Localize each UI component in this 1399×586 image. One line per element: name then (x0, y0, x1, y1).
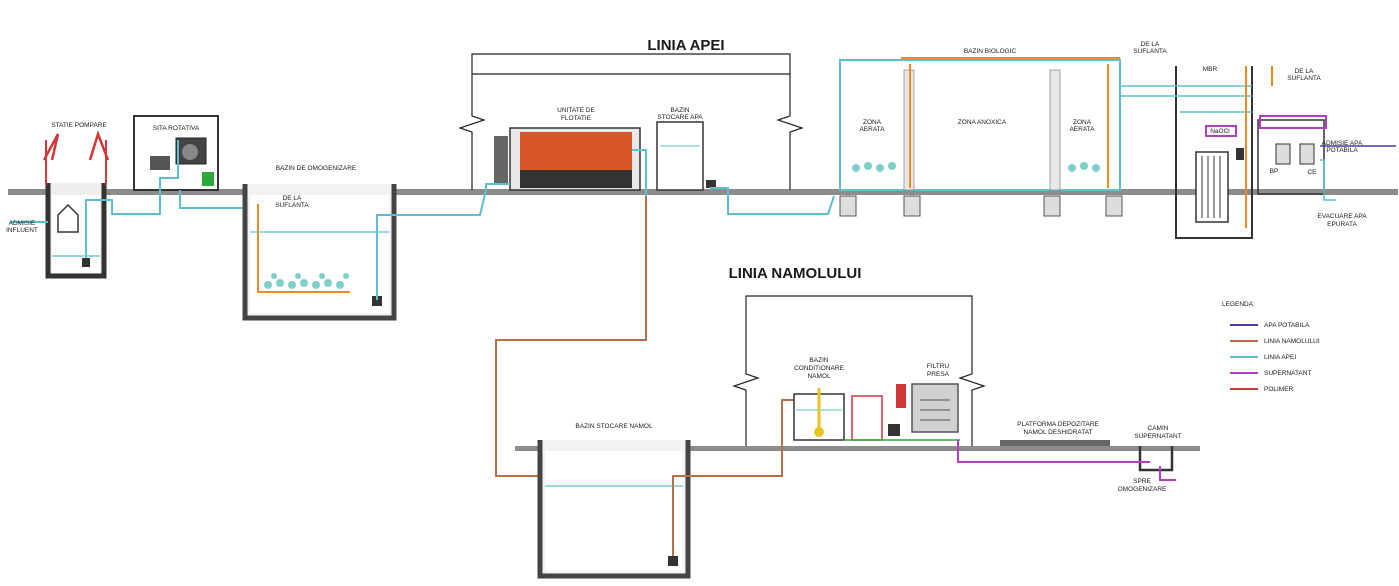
bp-label: BP (1270, 168, 1279, 175)
sludge-line-title: LINIA NAMOLULUI (729, 265, 862, 282)
inlet-label-2: INFLUENT (6, 227, 38, 234)
legend-item: LINIA APEI (1230, 354, 1296, 361)
filter-press-label-1: FILTRU (927, 363, 950, 370)
from-blower-3-label-1: DE LA (1295, 68, 1314, 75)
sludge-cond-label-3: NAMOL (807, 373, 831, 380)
filter-press-label-2: PRESA (927, 371, 950, 378)
water-storage-label-1: BAZIN (670, 107, 689, 114)
legend-item: APA POTABILA (1230, 322, 1310, 329)
legend-title: LEGENDA: (1222, 301, 1255, 308)
aerated-zone-2-label-2: AERATA (1069, 126, 1095, 133)
ground-lines (8, 189, 1398, 451)
flotation-label-1: UNITATE DE (557, 107, 595, 114)
supernatant-chamber (1136, 446, 1176, 481)
water-line-bracket (458, 53, 804, 190)
to-equalization-label-2: OMOGENIZARE (1118, 486, 1167, 493)
supernatant-label-2: SUPERNATANT (1134, 433, 1181, 440)
water-storage-tank (656, 121, 835, 215)
legend-item: SUPERNATANT (1230, 370, 1311, 377)
biological-tank (839, 57, 1123, 217)
potable-inlet-label-2: POTABILA (1326, 147, 1358, 154)
from-blower-3-label-2: SUFLANTA (1287, 75, 1321, 82)
supernatant-label-1: CAMIN (1148, 425, 1169, 432)
pump-station-label: STATIE POMPARE (51, 122, 107, 129)
sludge-storage-tank (537, 399, 800, 579)
legend-item: LINIA NAMOLULUI (1230, 338, 1320, 345)
ce-label: CE (1307, 169, 1317, 176)
aerated-zone-1-label-2: AERATA (859, 126, 885, 133)
sludge-storage-label: BAZIN STOCARE NAMOL (575, 423, 653, 430)
platform-label-2: NAMOL DESHIDRATAT (1023, 429, 1092, 436)
aeration-diffusers (264, 273, 349, 289)
legend-item-label: APA POTABILA (1264, 322, 1310, 329)
pump-station (10, 130, 140, 279)
legend-item-label: SUPERNATANT (1264, 370, 1311, 377)
filter-press (896, 383, 1136, 463)
water-line-title: LINIA APEI (647, 37, 724, 54)
flotation-label-2: FLOTATIE (561, 115, 592, 122)
equalization-tank (242, 184, 487, 321)
rotary-screen (133, 115, 246, 215)
water-storage-label-2: STOCARE APA (657, 114, 703, 121)
bio-tank-label: BAZIN BIOLOGIC (964, 48, 1017, 55)
from-blower-2-label-2: SUFLANTA (1133, 48, 1167, 55)
legend-item-label: LINIA NAMOLULUI (1264, 338, 1320, 345)
mbr-unit (1120, 66, 1273, 239)
treated-discharge-label-1: EVACUARE APA (1317, 213, 1367, 220)
to-equalization-label-1: SPRE (1133, 478, 1151, 485)
sludge-conditioning-tank (793, 388, 960, 441)
naocl-label: NaOCl (1210, 128, 1230, 135)
legend-item-label: POLIMER (1264, 386, 1294, 393)
aeration-diffusers-bio (852, 162, 1100, 172)
from-blower-1-label-1: DE LA (283, 195, 302, 202)
aerated-zone-2-label-1: ZONA (1073, 119, 1092, 126)
sludge-cond-label-1: BAZIN (809, 357, 828, 364)
legend-item-label: LINIA APEI (1264, 354, 1296, 361)
legend-item: POLIMER (1230, 386, 1294, 393)
treated-discharge-label-2: EPURATA (1327, 221, 1357, 228)
flotation-unit (485, 127, 647, 196)
mbr-label: MBR (1203, 66, 1218, 73)
inlet-label-1: ADMISIE (9, 220, 36, 227)
legend: LEGENDA: APA POTABILA LINIA NAMOLULUI LI… (1222, 301, 1320, 393)
sludge-cond-label-2: CONDITIONARE (794, 365, 845, 372)
potable-inlet-label-1: ADMISIE APA (1322, 140, 1363, 147)
sludge-line-bracket (732, 295, 986, 446)
anoxic-zone-label: ZONA ANOXICA (958, 119, 1007, 126)
equalization-tank-label: BAZIN DE OMOGENIZARE (276, 165, 357, 172)
disinfection-unit (1205, 115, 1396, 201)
from-blower-1-label-2: SUFLANTA (275, 202, 309, 209)
from-blower-2-label-1: DE LA (1141, 41, 1160, 48)
sludge-pipe (495, 196, 647, 477)
rotary-screen-label: SITA ROTATIVA (153, 125, 200, 132)
platform-label-1: PLATFORMA DEPOZITARE (1017, 421, 1099, 428)
aerated-zone-1-label-1: ZONA (863, 119, 882, 126)
